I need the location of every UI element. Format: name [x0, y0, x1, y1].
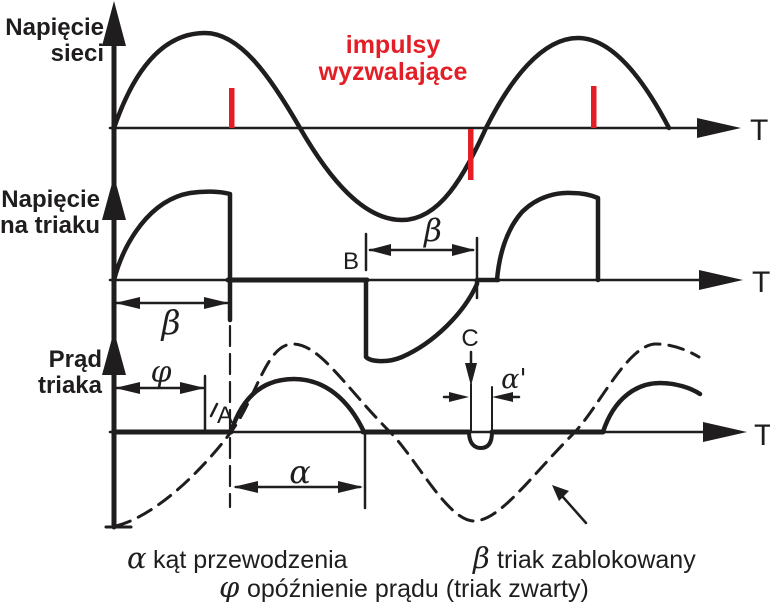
legend-phi-symbol: φ — [219, 570, 240, 602]
alpha-prime-label: α' — [501, 364, 527, 395]
triac-current-ylabel-line2: triaka — [38, 372, 103, 399]
beta-left-label: β — [159, 303, 180, 342]
trigger-impulse-positive-1 — [229, 88, 235, 128]
legend-beta-symbol: β — [472, 541, 490, 575]
beta-right-label: β — [423, 213, 442, 249]
legend-alpha-text: kąt przewodzenia — [153, 546, 348, 574]
legend-beta-text: triak zablokowany — [497, 546, 696, 574]
dim-arrow-right-icon — [452, 244, 475, 256]
triac-voltage-negative-arc — [363, 277, 480, 364]
arrow-up-icon — [102, 176, 126, 220]
time-axis-label: T — [750, 114, 768, 147]
dim-arrow-right-icon — [338, 481, 363, 493]
triac-voltage-ylabel-line2: na triaku — [0, 212, 100, 239]
trigger-impulse-positive-2 — [591, 86, 597, 128]
point-c-label: C — [461, 325, 478, 352]
dim-arrow-left-icon — [115, 382, 140, 394]
dim-arrow-right-icon — [204, 297, 229, 309]
phi-label: φ — [150, 355, 171, 390]
dim-arrow-left-icon — [115, 297, 140, 309]
arrow-right-icon — [703, 422, 747, 442]
trigger-impulse-negative — [468, 129, 474, 180]
triac-voltage-ylabel-line1: Napięcie — [1, 186, 100, 213]
point-a-label: A — [217, 402, 233, 429]
impulses-caption-line2: wyzwalające — [318, 58, 468, 86]
mains-sine-wave — [111, 30, 672, 223]
arrow-right-icon — [699, 270, 743, 290]
dim-arrow-left-icon — [492, 392, 513, 402]
triac-current-arc2 — [600, 380, 703, 435]
impulses-caption-line1: impulsy — [346, 31, 441, 59]
reference-current-dashed-sine — [114, 342, 701, 528]
triac-current-notch — [467, 430, 494, 450]
vertical-axis — [102, 1, 133, 530]
triac-voltage-arc2-with-drop — [494, 190, 601, 283]
arrow-up-icon — [102, 1, 126, 46]
arrow-up-icon — [102, 331, 126, 375]
triac-voltage-arc1-with-drop — [111, 189, 233, 323]
callout-arrow-shaft — [561, 495, 588, 525]
arrow-up-left-icon — [552, 485, 569, 501]
legend: α kąt przewodzenia β triak zablokowany φ… — [127, 541, 696, 602]
mains-ylabel-line1: Napięcie — [5, 14, 104, 41]
arrow-right-icon — [697, 118, 741, 138]
mains-ylabel-line2: sieci — [51, 40, 104, 67]
legend-alpha-symbol: α — [127, 541, 147, 575]
plot-mains-voltage: T impulsy wyzwalające Napięcie sieci — [5, 14, 768, 223]
point-a-tick — [209, 402, 219, 418]
legend-phi-text: opóźnienie prądu (triak zwarty) — [247, 575, 589, 602]
time-axis-label: T — [754, 419, 770, 452]
triac-current-ylabel-line1: Prąd — [49, 346, 102, 373]
alpha-label: α — [289, 453, 311, 491]
time-axis-label: T — [752, 266, 770, 299]
dim-arrow-left-icon — [233, 481, 258, 493]
dim-arrow-right-icon — [180, 382, 205, 394]
point-b-label: B — [343, 248, 359, 275]
dim-arrow-left-icon — [368, 244, 391, 256]
triac-current-arc1 — [228, 376, 367, 435]
plot-triac-voltage: T β B β Napięcie na triaku — [0, 186, 770, 509]
plot-triac-current: T φ A α C α' Prąd triaka — [38, 325, 770, 528]
arrow-down-icon — [465, 363, 477, 386]
dim-arrow-right-icon — [449, 392, 469, 402]
